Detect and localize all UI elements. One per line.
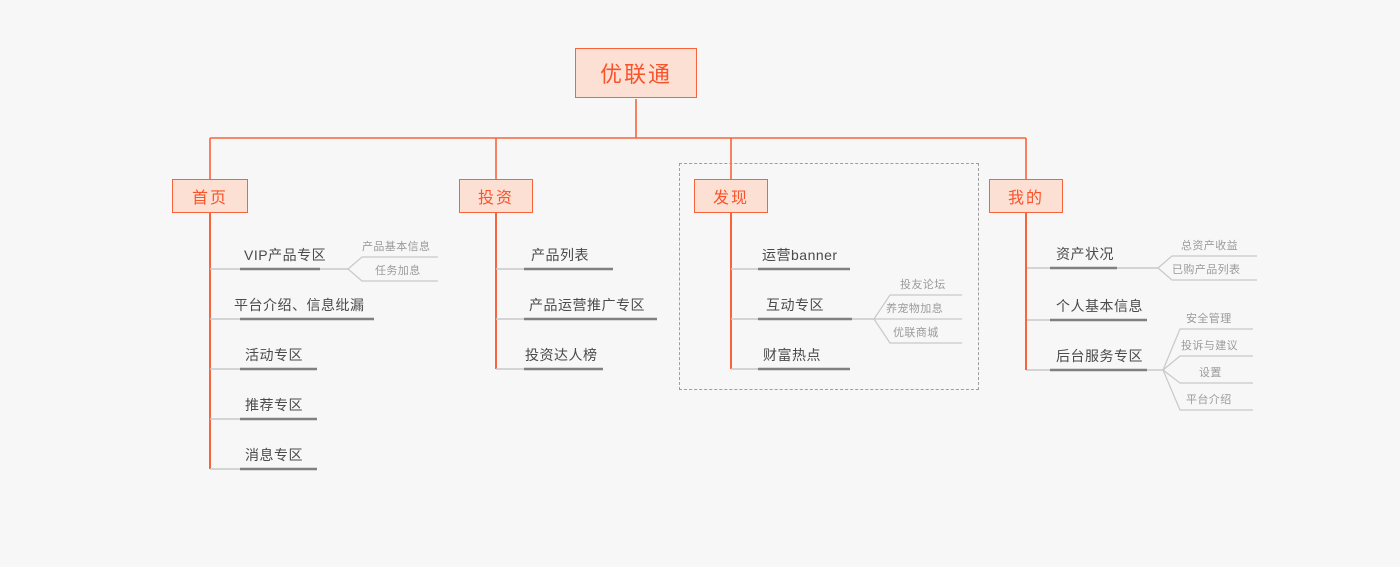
node-personal-info[interactable]: 个人基本信息 <box>1056 298 1143 314</box>
node-investor-ranking[interactable]: 投资达人榜 <box>525 347 598 363</box>
node-platform-introduction[interactable]: 平台介绍 <box>1186 394 1232 406</box>
node-task-interest[interactable]: 任务加息 <box>375 265 421 277</box>
branch-node-mine[interactable]: 我的 <box>989 179 1063 213</box>
discover-group-box <box>679 163 979 390</box>
node-total-asset-return[interactable]: 总资产收益 <box>1181 240 1238 252</box>
node-settings[interactable]: 设置 <box>1199 367 1222 379</box>
node-platform-intro[interactable]: 平台介绍、信息纰漏 <box>234 297 365 313</box>
root-node-label: 优联通 <box>599 62 672 87</box>
node-product-basic-info[interactable]: 产品基本信息 <box>362 241 431 253</box>
node-complaints-suggestions[interactable]: 投诉与建议 <box>1181 340 1238 352</box>
node-pet-interest[interactable]: 养宠物加息 <box>886 303 943 315</box>
node-investor-forum[interactable]: 投友论坛 <box>900 279 946 291</box>
node-wealth-hotspot[interactable]: 财富热点 <box>763 347 821 363</box>
node-product-list[interactable]: 产品列表 <box>531 247 589 263</box>
branch-node-invest[interactable]: 投资 <box>459 179 533 213</box>
node-product-promo-zone[interactable]: 产品运营推广专区 <box>529 297 645 313</box>
branch-node-mine-label: 我的 <box>1007 190 1044 207</box>
branch-node-discover[interactable]: 发现 <box>694 179 768 213</box>
branch-node-discover-label: 发现 <box>712 190 749 207</box>
branch-node-home-label: 首页 <box>191 190 228 207</box>
branch-node-home[interactable]: 首页 <box>172 179 248 213</box>
node-asset-status[interactable]: 资产状况 <box>1056 246 1114 262</box>
node-vip-product-zone[interactable]: VIP产品专区 <box>244 247 327 263</box>
node-interaction-zone[interactable]: 互动专区 <box>766 297 824 313</box>
node-recommend-zone[interactable]: 推荐专区 <box>245 397 303 413</box>
node-security-management[interactable]: 安全管理 <box>1186 313 1232 325</box>
branch-node-invest-label: 投资 <box>477 190 514 207</box>
node-purchased-product-list[interactable]: 已购产品列表 <box>1172 264 1241 276</box>
root-node[interactable]: 优联通 <box>575 48 697 98</box>
node-backend-service-zone[interactable]: 后台服务专区 <box>1056 348 1143 364</box>
node-operation-banner[interactable]: 运营banner <box>762 247 838 263</box>
node-activity-zone[interactable]: 活动专区 <box>245 347 303 363</box>
node-message-zone[interactable]: 消息专区 <box>245 447 303 463</box>
node-youlian-mall[interactable]: 优联商城 <box>893 327 939 339</box>
